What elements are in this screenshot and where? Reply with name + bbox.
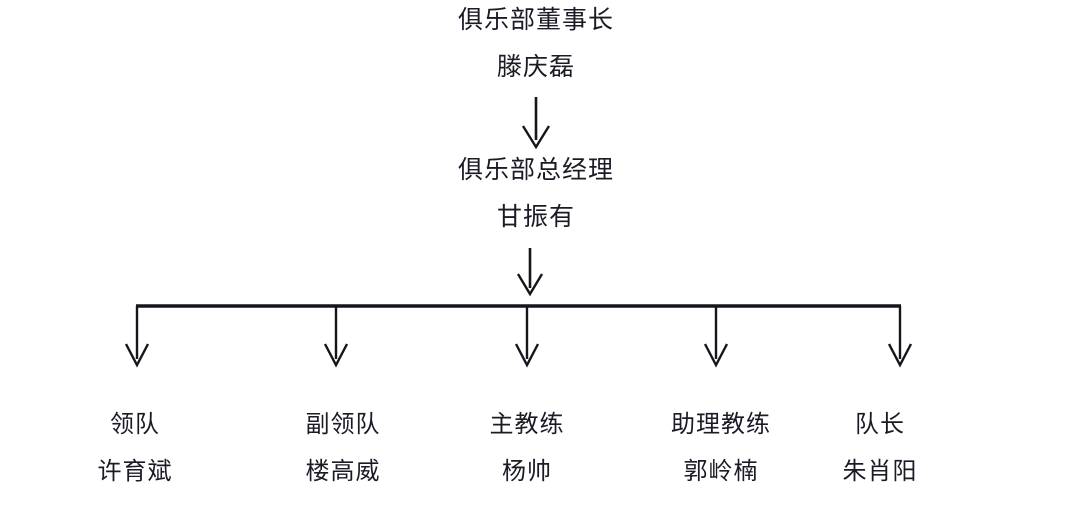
node-team-leader: 领队 许育斌 [98, 413, 173, 484]
node-general-manager-role: 俱乐部总经理 [457, 157, 615, 184]
arrowhead-drop-3 [514, 343, 540, 368]
node-head-coach-role: 主教练 [489, 412, 565, 438]
node-captain: 队长 朱肖阳 [843, 413, 918, 484]
node-assistant-coach-role: 助理教练 [671, 412, 771, 438]
arrowhead-gm-to-bus [516, 273, 544, 297]
node-head-coach-name: 杨帅 [502, 459, 552, 485]
node-captain-name: 朱肖阳 [842, 459, 918, 485]
node-deputy-team-leader: 副领队 楼高威 [306, 413, 381, 484]
node-assistant-coach-name: 郭岭楠 [683, 459, 759, 485]
node-assistant-coach: 助理教练 郭岭楠 [671, 413, 771, 484]
arrowhead-drop-5 [887, 343, 913, 368]
node-team-leader-name: 许育斌 [97, 459, 173, 485]
arrowhead-drop-4 [703, 343, 729, 368]
node-chairman: 俱乐部董事长 滕庆磊 [458, 8, 614, 80]
arrowhead-drop-1 [124, 343, 150, 368]
node-deputy-team-leader-role: 副领队 [305, 412, 381, 438]
node-deputy-team-leader-name: 楼高威 [305, 459, 381, 485]
node-team-leader-role: 领队 [110, 412, 160, 438]
node-captain-role: 队长 [855, 412, 905, 438]
node-general-manager: 俱乐部总经理 甘振有 [458, 158, 614, 230]
arrowhead-drop-2 [323, 343, 349, 368]
node-chairman-role: 俱乐部董事长 [457, 7, 615, 34]
node-chairman-name: 滕庆磊 [496, 54, 576, 81]
arrowhead-chairman-to-gm [521, 125, 551, 150]
node-general-manager-name: 甘振有 [496, 204, 576, 231]
node-head-coach: 主教练 杨帅 [490, 413, 565, 484]
